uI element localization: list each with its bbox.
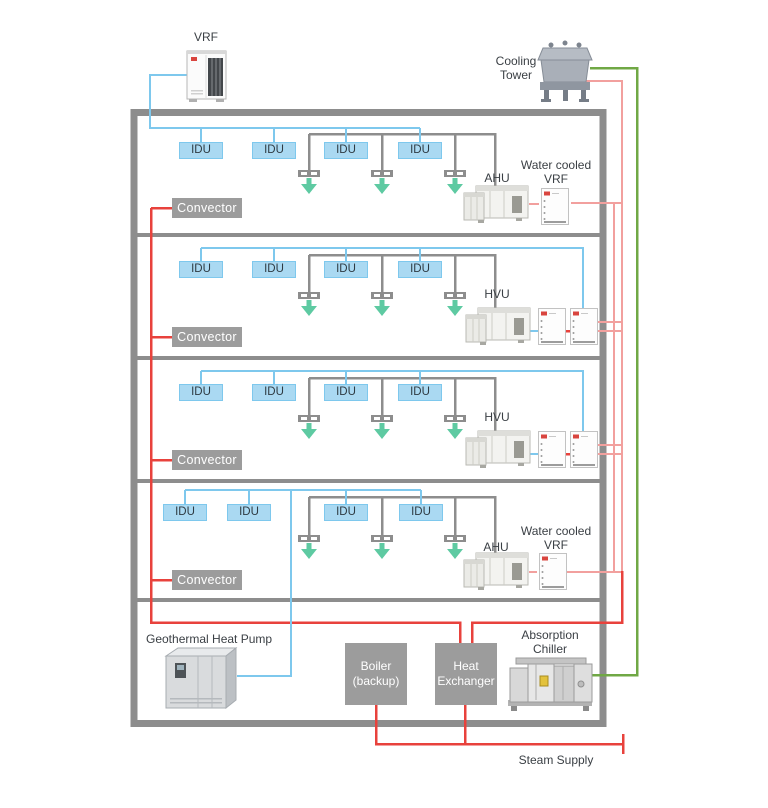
idu-floor-4-1: IDU (163, 504, 207, 521)
idu-floor-3-3: IDU (324, 384, 368, 401)
idu-floor-4-3: IDU (324, 504, 368, 521)
idu-floor-1-3: IDU (324, 142, 368, 159)
refrigerant-pipes-blue (149, 74, 584, 677)
idu-floor-4-4: IDU (399, 504, 443, 521)
floor-dividers (137, 233, 600, 602)
water-cooled-vrf-unit-image-floor-4 (539, 553, 567, 590)
heat-exchanger-box: Heat Exchanger (435, 643, 497, 705)
absorption-chiller-image (508, 657, 593, 711)
air-ducts (307, 132, 497, 553)
condenser-water-pipes-pink (529, 80, 623, 573)
convector-floor-1: Convector (172, 198, 242, 218)
hvu-label-floor-2: HVU (484, 287, 510, 301)
geothermal-heat-pump-image (164, 646, 238, 710)
idu-floor-2-2: IDU (252, 261, 296, 278)
water-cooled-vrf-unit-image-floor-1 (541, 188, 569, 225)
steam-supply-label: Steam Supply (518, 753, 594, 767)
water-cooled-vrf-unit-2-image-floor-3 (570, 431, 598, 468)
vrf-outdoor-unit-image (186, 50, 227, 102)
ahu-label-floor-1: AHU (484, 171, 510, 185)
absorption-chiller-label: Absorption Chiller (521, 628, 579, 656)
boiler-box: Boiler (backup) (345, 643, 407, 705)
convector-floor-2: Convector (172, 327, 242, 347)
water-cooled-vrf-label-floor-1: Water cooled VRF (520, 158, 592, 186)
convector-floor-4: Convector (172, 570, 242, 590)
hvu-label-floor-3: HVU (484, 410, 510, 424)
water-cooled-vrf-label-floor-4: Water cooled VRF (520, 524, 592, 552)
cooling-tower-image (537, 40, 593, 102)
cooling-tower-loop-pipe-green (590, 66, 639, 677)
water-cooled-vrf-unit-1-image-floor-3 (538, 431, 566, 468)
convector-floor-3: Convector (172, 450, 242, 470)
idu-floor-2-3: IDU (324, 261, 368, 278)
vrf-outdoor-label: VRF (194, 30, 218, 44)
water-cooled-vrf-unit-1-image-floor-2 (538, 308, 566, 345)
water-cooled-vrf-unit-2-image-floor-2 (570, 308, 598, 345)
idu-floor-2-1: IDU (179, 261, 223, 278)
idu-floor-3-4: IDU (398, 384, 442, 401)
idu-floor-3-2: IDU (252, 384, 296, 401)
geothermal-heat-pump-label: Geothermal Heat Pump (146, 632, 273, 646)
idu-floor-4-2: IDU (227, 504, 271, 521)
idu-floor-2-4: IDU (398, 261, 442, 278)
idu-floor-1-2: IDU (252, 142, 296, 159)
cooling-tower-label: Cooling Tower (495, 54, 537, 82)
idu-floor-1-4: IDU (398, 142, 442, 159)
ahu-label-floor-4: AHU (483, 540, 509, 554)
hot-water-pipes-red (149, 206, 625, 754)
idu-floor-3-1: IDU (179, 384, 223, 401)
idu-floor-1-1: IDU (179, 142, 223, 159)
